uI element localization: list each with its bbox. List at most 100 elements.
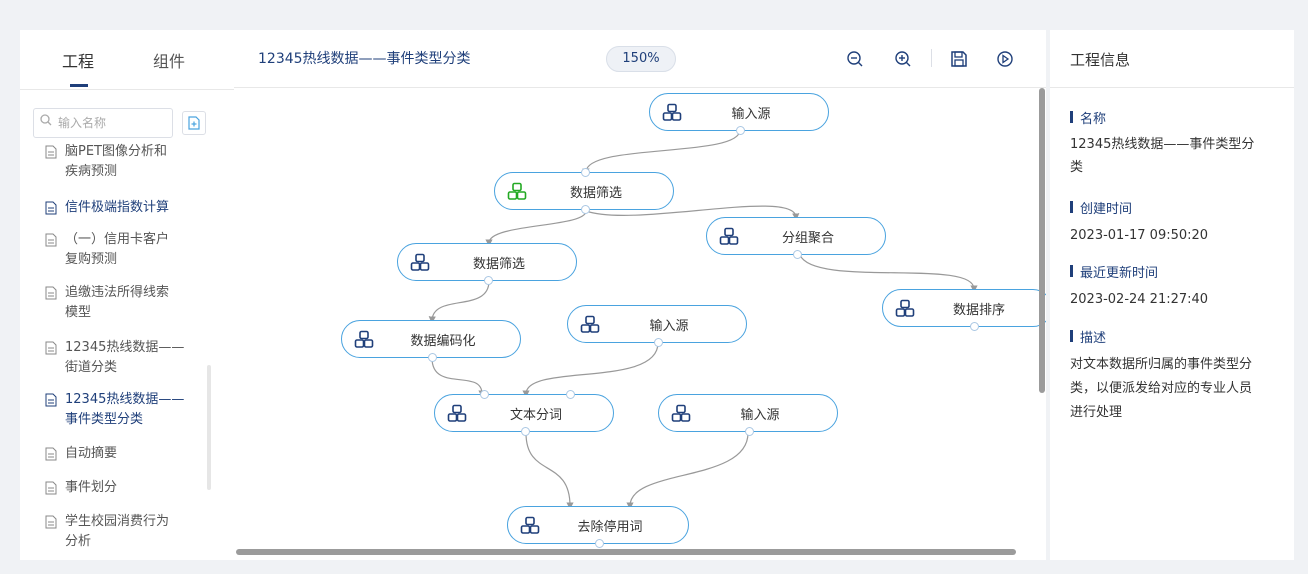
cubes-icon [354, 330, 374, 348]
edge-layer [428, 129, 978, 510]
input-port[interactable] [581, 168, 590, 177]
output-port[interactable] [581, 205, 590, 214]
list-item[interactable]: 自动摘要 [45, 444, 215, 464]
output-port[interactable] [428, 353, 437, 362]
node-text-segmentation[interactable]: 文本分词 [434, 390, 614, 436]
list-item-label: 模型 [65, 305, 92, 320]
edge-encode-to-segment [431, 357, 486, 398]
document-icon [45, 201, 57, 215]
list-item-label: 12345热线数据—— [65, 392, 185, 407]
list-item[interactable]: 12345热线数据—— 街道分类 [45, 338, 215, 378]
node-data-filter-2[interactable]: 数据筛选 [397, 243, 577, 285]
edge-input-to-filter [582, 129, 741, 176]
tab-components[interactable]: 组件 [153, 52, 186, 71]
cubes-icon [447, 404, 467, 422]
list-scrollbar[interactable] [207, 365, 211, 490]
document-icon [45, 341, 57, 355]
list-item[interactable]: 学生校园消费行为 分析 [45, 512, 215, 552]
active-tab-indicator [70, 84, 88, 87]
node-label: 数据排序 [952, 303, 1005, 318]
node-label: 输入源 [731, 107, 771, 122]
created-time-label: 创建时间 [1070, 198, 1132, 217]
node-input-source[interactable]: 输入源 [649, 93, 829, 135]
tab-project[interactable]: 工程 [62, 52, 95, 71]
project-info-panel: 工程信息 名称 12345热线数据——事件类型分 类 创建时间 2023-01-… [1050, 30, 1294, 560]
list-item-label: 学生校园消费行为 [65, 514, 170, 529]
project-name-line: 12345热线数据——事件类型分 [1070, 137, 1255, 152]
description-line: 进行处理 [1070, 405, 1123, 420]
document-icon [45, 145, 57, 159]
node-label: 文本分词 [509, 408, 562, 423]
cubes-icon [520, 516, 540, 534]
output-port[interactable] [654, 338, 663, 347]
list-item[interactable]: 脑PET图像分析和 疾病预测 [45, 142, 215, 182]
info-title: 工程信息 [1070, 51, 1131, 69]
info-header: 工程信息 [1050, 30, 1294, 88]
output-port[interactable] [484, 276, 493, 285]
updated-time-label: 最近更新时间 [1070, 262, 1158, 281]
document-icon [45, 393, 57, 407]
zoom-out-icon[interactable] [846, 50, 864, 68]
search-icon [40, 114, 52, 126]
output-port[interactable] [595, 539, 604, 548]
list-item-label: 事件划分 [65, 480, 118, 495]
document-icon [45, 481, 57, 495]
add-project-button[interactable] [182, 111, 206, 135]
zoom-in-icon[interactable] [894, 50, 912, 68]
cubes-icon [507, 182, 527, 200]
list-item-label: 追缴违法所得线索 [65, 285, 170, 300]
edge-groupagg-to-sort [799, 254, 978, 293]
cubes-icon [662, 103, 682, 121]
list-item-label: 疾病预测 [65, 164, 118, 179]
input-port[interactable] [566, 390, 575, 399]
workflow-graph[interactable]: 输入源 数据筛选 分组聚合 数据筛选 数据排序 数据编码化 [234, 88, 1046, 560]
edge-filter-to-filter [485, 210, 587, 247]
project-name-line: 类 [1070, 160, 1084, 175]
canvas-vertical-scrollbar[interactable] [1039, 88, 1045, 393]
node-label: 输入源 [740, 408, 780, 423]
search-input[interactable]: 输入名称 [33, 108, 173, 138]
list-item[interactable]: 事件划分 [45, 478, 215, 498]
output-port[interactable] [736, 126, 745, 135]
node-data-encoding[interactable]: 数据编码化 [341, 320, 521, 362]
list-item-label: （一）信用卡客户 [65, 232, 170, 247]
canvas-horizontal-scrollbar[interactable] [236, 549, 1016, 555]
project-panel: 工程 组件 输入名称 脑PET图像分析和 疾病预测 信件极端指数计算 （一）信用… [20, 30, 234, 560]
input-port[interactable] [480, 390, 489, 399]
save-icon[interactable] [950, 50, 968, 68]
node-input-source-3[interactable]: 输入源 [658, 394, 838, 436]
document-icon [45, 515, 57, 529]
list-item[interactable]: （一）信用卡客户 复购预测 [45, 230, 215, 270]
node-group-aggregate[interactable]: 分组聚合 [706, 217, 886, 259]
description-line: 类，以便派发给对应的专业人员 [1070, 381, 1253, 396]
edge-input-to-stopword [626, 432, 749, 510]
output-port[interactable] [970, 322, 979, 331]
list-item-label: 信件极端指数计算 [65, 200, 170, 215]
node-label: 数据编码化 [410, 334, 476, 349]
project-list: 脑PET图像分析和 疾病预测 信件极端指数计算 （一）信用卡客户 复购预测 追缴… [20, 144, 234, 560]
description-label: 描述 [1070, 327, 1106, 346]
project-title: 12345热线数据——事件类型分类 [258, 51, 471, 67]
list-item[interactable]: 信件极端指数计算 [45, 198, 215, 218]
node-input-source-2[interactable]: 输入源 [567, 305, 747, 347]
cubes-icon [410, 253, 430, 271]
list-item-label: 复购预测 [65, 252, 118, 267]
node-label: 去除停用词 [577, 520, 643, 535]
node-data-sort[interactable]: 数据排序 [882, 289, 1046, 331]
node-label: 输入源 [649, 319, 689, 334]
zoom-level[interactable]: 150% [606, 46, 676, 72]
output-port[interactable] [745, 427, 754, 436]
edge-filter-to-encode [428, 280, 490, 324]
list-item-label: 事件类型分类 [65, 412, 144, 427]
run-icon[interactable] [996, 50, 1014, 68]
node-remove-stopwords[interactable]: 去除停用词 [507, 506, 689, 548]
node-data-filter[interactable]: 数据筛选 [494, 168, 674, 214]
cubes-icon [580, 315, 600, 333]
node-label: 数据筛选 [472, 257, 525, 272]
output-port[interactable] [793, 250, 802, 259]
document-icon [45, 286, 57, 300]
cubes-icon [719, 227, 739, 245]
output-port[interactable] [521, 427, 530, 436]
list-item-selected[interactable]: 12345热线数据—— 事件类型分类 [45, 390, 215, 430]
list-item[interactable]: 追缴违法所得线索 模型 [45, 283, 215, 323]
